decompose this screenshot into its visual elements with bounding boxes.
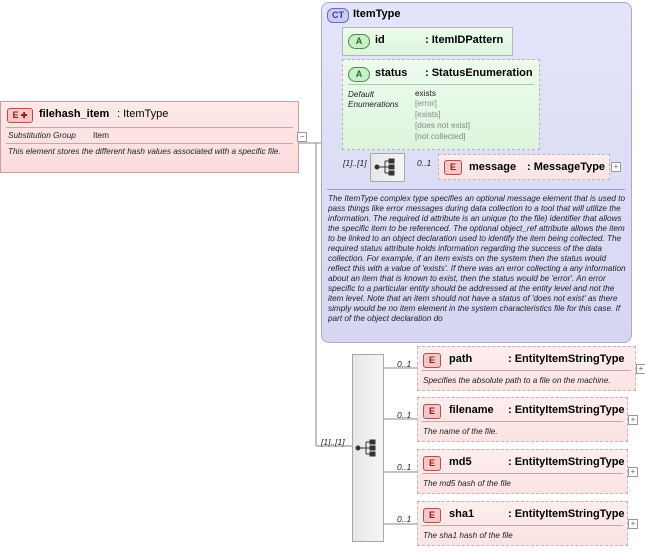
sequence-icon xyxy=(355,439,376,457)
complex-type-icon: CT xyxy=(327,8,349,23)
element-type: : EntityItemStringType xyxy=(508,353,625,365)
sequence-compositor[interactable] xyxy=(352,354,384,542)
enum-value: [does not exist] xyxy=(415,121,471,130)
divider xyxy=(422,525,623,526)
divider xyxy=(422,473,623,474)
root-element-card[interactable]: E ✚ filehash_item : ItemType Substitutio… xyxy=(0,101,299,173)
attribute-icon: A xyxy=(348,67,370,82)
enum-value: [not collected] xyxy=(415,132,466,141)
root-element-description: This element stores the different hash v… xyxy=(8,147,281,156)
element-multiplicity: 0..1 xyxy=(397,514,412,524)
plus-icon[interactable]: + xyxy=(636,364,645,374)
sequence-compositor[interactable] xyxy=(370,153,405,182)
element-card-path[interactable]: E path : EntityItemStringType Specifies … xyxy=(417,346,636,391)
enum-value: [exists] xyxy=(415,110,441,119)
element-name: filename xyxy=(449,404,494,416)
element-name: message xyxy=(469,161,517,173)
element-description: Specifies the absolute path to a file on… xyxy=(423,376,611,385)
element-icon: E xyxy=(423,508,441,523)
plus-icon[interactable]: + xyxy=(611,162,621,172)
complex-type-box: CT ItemType A id : ItemIDPattern A statu… xyxy=(321,2,632,343)
plus-icon[interactable]: + xyxy=(628,415,638,425)
element-name: md5 xyxy=(449,456,472,468)
element-type: : MessageType xyxy=(527,161,606,173)
element-card-sha1[interactable]: E sha1 : EntityItemStringType The sha1 h… xyxy=(417,501,628,546)
element-description: The name of the file. xyxy=(423,427,498,436)
substitution-group-value: Item xyxy=(93,131,109,140)
complex-type-description: The ItemType complex type specifies an o… xyxy=(328,194,626,323)
element-icon: E xyxy=(423,404,441,419)
divider xyxy=(422,370,631,371)
enum-label: Enumerations xyxy=(348,100,399,109)
sequence-multiplicity: [1]..[1] xyxy=(343,158,367,168)
element-name: sha1 xyxy=(449,508,475,520)
element-name: path xyxy=(449,353,473,365)
substitution-group-label: Substitution Group xyxy=(8,131,76,140)
element-description: The sha1 hash of the file xyxy=(423,531,513,540)
divider xyxy=(6,143,293,144)
default-value: exists xyxy=(415,89,436,98)
enum-label: Default xyxy=(348,90,374,99)
element-card-md5[interactable]: E md5 : EntityItemStringType The md5 has… xyxy=(417,449,628,494)
element-multiplicity: 0..1 xyxy=(397,410,412,420)
sequence-multiplicity: [1]..[1] xyxy=(321,437,345,447)
divider xyxy=(6,127,293,128)
element-card-filename[interactable]: E filename : EntityItemStringType The na… xyxy=(417,397,628,442)
element-multiplicity: 0..1 xyxy=(397,359,412,369)
attribute-card-id[interactable]: A id : ItemIDPattern xyxy=(342,27,513,56)
enum-value: [error] xyxy=(415,99,437,108)
attribute-icon: A xyxy=(348,34,370,49)
divider xyxy=(348,84,534,85)
message-multiplicity: 0..1 xyxy=(417,158,432,168)
attribute-name: id xyxy=(375,34,385,46)
attribute-type: : ItemIDPattern xyxy=(425,34,504,46)
element-description: The md5 hash of the file xyxy=(423,479,511,488)
attribute-type: : StatusEnumeration xyxy=(425,67,533,79)
element-icon: E xyxy=(423,353,441,368)
element-type: : EntityItemStringType xyxy=(508,456,625,468)
plus-icon[interactable]: − xyxy=(297,132,307,142)
divider xyxy=(422,421,623,422)
complex-type-name: ItemType xyxy=(353,8,401,20)
plus-icon[interactable]: + xyxy=(628,467,638,477)
plus-icon[interactable]: + xyxy=(628,519,638,529)
divider xyxy=(327,189,625,190)
element-icon: E xyxy=(423,456,441,471)
attribute-name: status xyxy=(375,67,408,79)
element-type: : EntityItemStringType xyxy=(508,508,625,520)
attribute-card-status[interactable]: A status : StatusEnumeration Default Enu… xyxy=(342,59,540,150)
element-icon: E xyxy=(444,160,462,175)
sequence-icon xyxy=(374,158,395,176)
element-card-message[interactable]: E message : MessageType xyxy=(438,154,610,180)
element-multiplicity: 0..1 xyxy=(397,462,412,472)
root-element-name: filehash_item xyxy=(39,108,110,120)
element-icon: E ✚ xyxy=(7,108,33,123)
element-type: : EntityItemStringType xyxy=(508,404,625,416)
root-element-type: : ItemType xyxy=(117,108,169,120)
